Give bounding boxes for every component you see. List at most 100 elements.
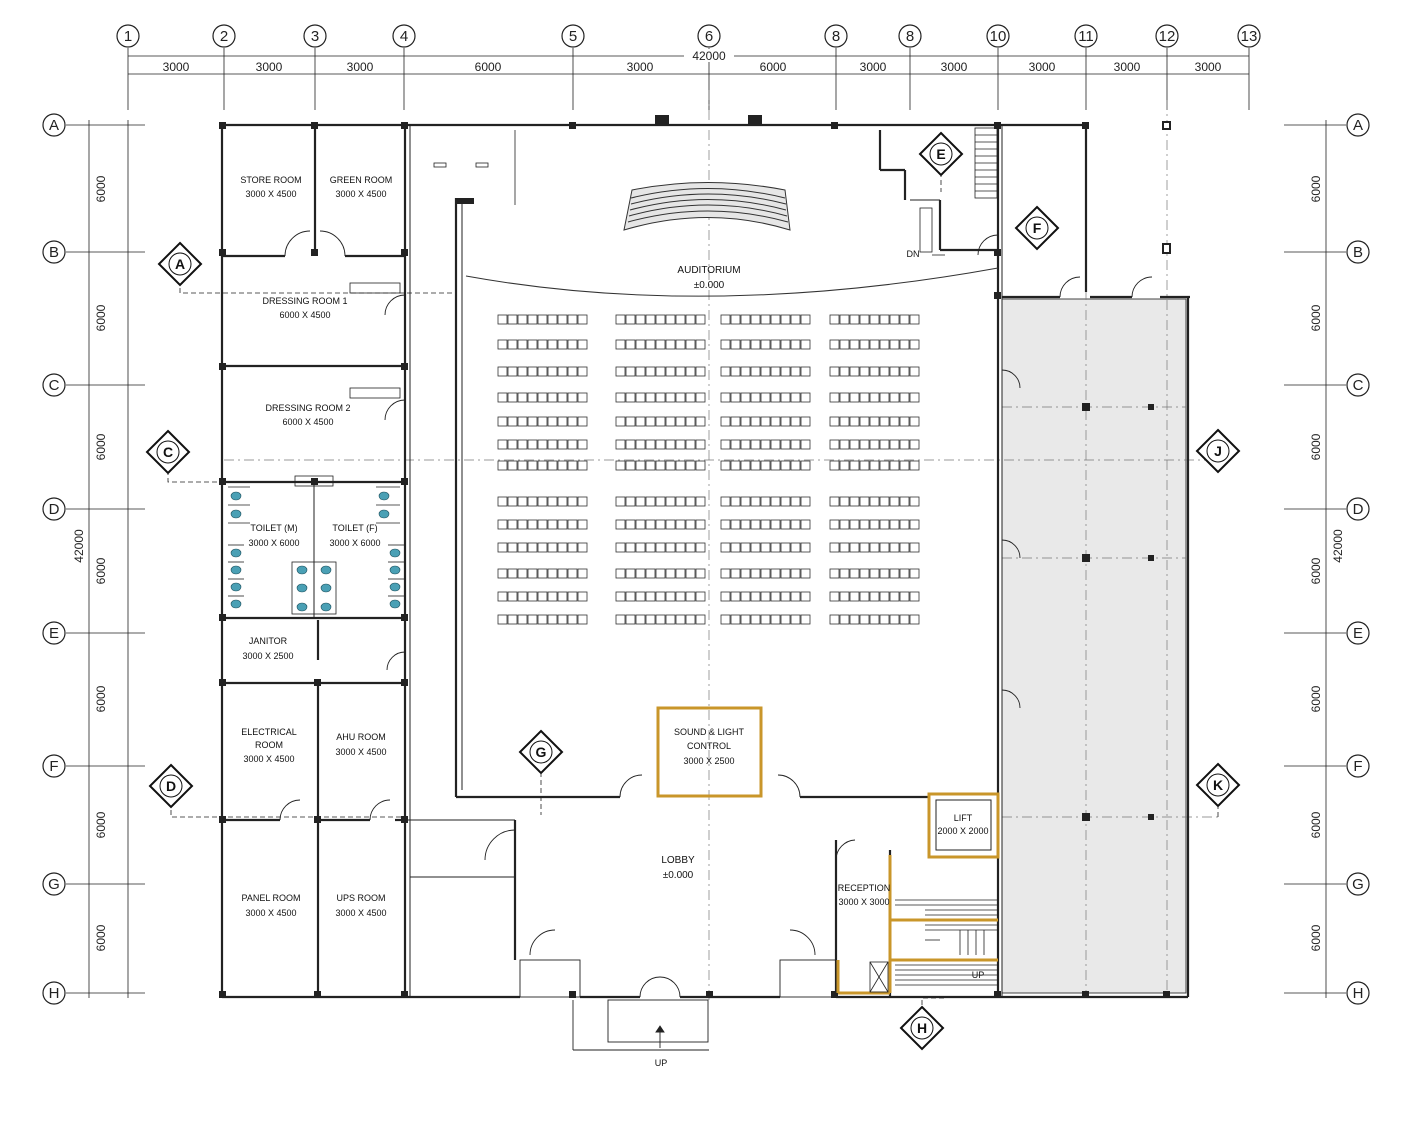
ahu-room-label: AHU ROOM xyxy=(336,732,386,742)
seat xyxy=(665,496,676,507)
lobby-level: ±0.000 xyxy=(663,870,694,881)
span-10-11: 3000 xyxy=(1029,60,1056,74)
seat xyxy=(869,366,880,377)
seat xyxy=(780,392,791,403)
grid-col-7: 8 xyxy=(832,28,840,45)
seat xyxy=(879,460,890,471)
seat xyxy=(740,568,751,579)
seat xyxy=(889,439,900,450)
seat xyxy=(879,439,890,450)
seat xyxy=(760,568,771,579)
seat xyxy=(869,496,880,507)
seat xyxy=(615,439,626,450)
seat xyxy=(695,542,706,553)
electrical-room-size: 3000 X 4500 xyxy=(243,754,294,764)
toilet-m-label: TOILET (M) xyxy=(250,523,297,533)
seat xyxy=(869,568,880,579)
row-span-d-e-right: 6000 xyxy=(1309,557,1323,584)
seat xyxy=(557,314,568,325)
seat xyxy=(879,542,890,553)
seat xyxy=(829,460,840,471)
toilet-m-size: 3000 X 6000 xyxy=(248,538,299,548)
seat xyxy=(859,591,870,602)
seat xyxy=(780,591,791,602)
seat xyxy=(859,568,870,579)
seat xyxy=(859,542,870,553)
seat xyxy=(909,542,920,553)
structural-columns xyxy=(219,115,1171,998)
seat xyxy=(635,591,646,602)
seat xyxy=(839,314,850,325)
grid-row-h-right: H xyxy=(1353,985,1364,1002)
seat xyxy=(720,460,731,471)
seat xyxy=(839,460,850,471)
seat xyxy=(800,339,811,350)
seat xyxy=(849,496,860,507)
seat xyxy=(889,314,900,325)
electrical-room-label-1: ELECTRICAL xyxy=(241,727,297,737)
seat xyxy=(625,496,636,507)
reception-label: RECEPTION xyxy=(838,883,891,893)
seat xyxy=(720,519,731,530)
seat xyxy=(720,439,731,450)
seat xyxy=(720,366,731,377)
seat xyxy=(615,339,626,350)
seat xyxy=(800,591,811,602)
seat xyxy=(665,542,676,553)
seat xyxy=(685,314,696,325)
seat xyxy=(849,439,860,450)
seat xyxy=(695,460,706,471)
seat xyxy=(730,496,741,507)
seat xyxy=(547,542,558,553)
seat xyxy=(527,542,538,553)
span-3-4: 3000 xyxy=(347,60,374,74)
seat xyxy=(655,416,666,427)
seat xyxy=(780,314,791,325)
seat xyxy=(567,392,578,403)
seat xyxy=(685,542,696,553)
grid-row-g-right: G xyxy=(1352,876,1364,893)
seat xyxy=(507,366,518,377)
seat xyxy=(685,591,696,602)
grid-row-a-right: A xyxy=(1353,117,1363,134)
seat xyxy=(537,496,548,507)
seat xyxy=(760,519,771,530)
seat xyxy=(615,416,626,427)
seat xyxy=(859,519,870,530)
seat xyxy=(695,439,706,450)
seat xyxy=(760,460,771,471)
seat xyxy=(770,496,781,507)
seat xyxy=(899,591,910,602)
seat xyxy=(625,460,636,471)
seat xyxy=(527,339,538,350)
grid-row-b-left: B xyxy=(49,244,59,261)
seat xyxy=(537,314,548,325)
row-span-a-b-left: 6000 xyxy=(94,175,108,202)
grid-row-e-left: E xyxy=(49,625,59,642)
seat xyxy=(497,591,508,602)
green-room-label: GREEN ROOM xyxy=(330,175,393,185)
row-span-a-b-right: 6000 xyxy=(1309,175,1323,202)
lobby-label: LOBBY xyxy=(661,855,695,866)
seat xyxy=(665,591,676,602)
row-span-e-f-left: 6000 xyxy=(94,685,108,712)
panel-room-label: PANEL ROOM xyxy=(241,893,300,903)
seat xyxy=(790,314,801,325)
seat xyxy=(859,314,870,325)
seat xyxy=(685,568,696,579)
seat xyxy=(645,519,656,530)
seat xyxy=(675,568,686,579)
green-room-size: 3000 X 4500 xyxy=(335,189,386,199)
seat xyxy=(730,568,741,579)
row-span-b-c-left: 6000 xyxy=(94,304,108,331)
seat xyxy=(750,614,761,625)
seat xyxy=(655,519,666,530)
dressing-room-2-label: DRESSING ROOM 2 xyxy=(265,403,350,413)
seat xyxy=(839,392,850,403)
seat xyxy=(730,460,741,471)
seat xyxy=(497,496,508,507)
seat xyxy=(645,392,656,403)
seat xyxy=(527,496,538,507)
seat xyxy=(547,314,558,325)
seat xyxy=(635,496,646,507)
